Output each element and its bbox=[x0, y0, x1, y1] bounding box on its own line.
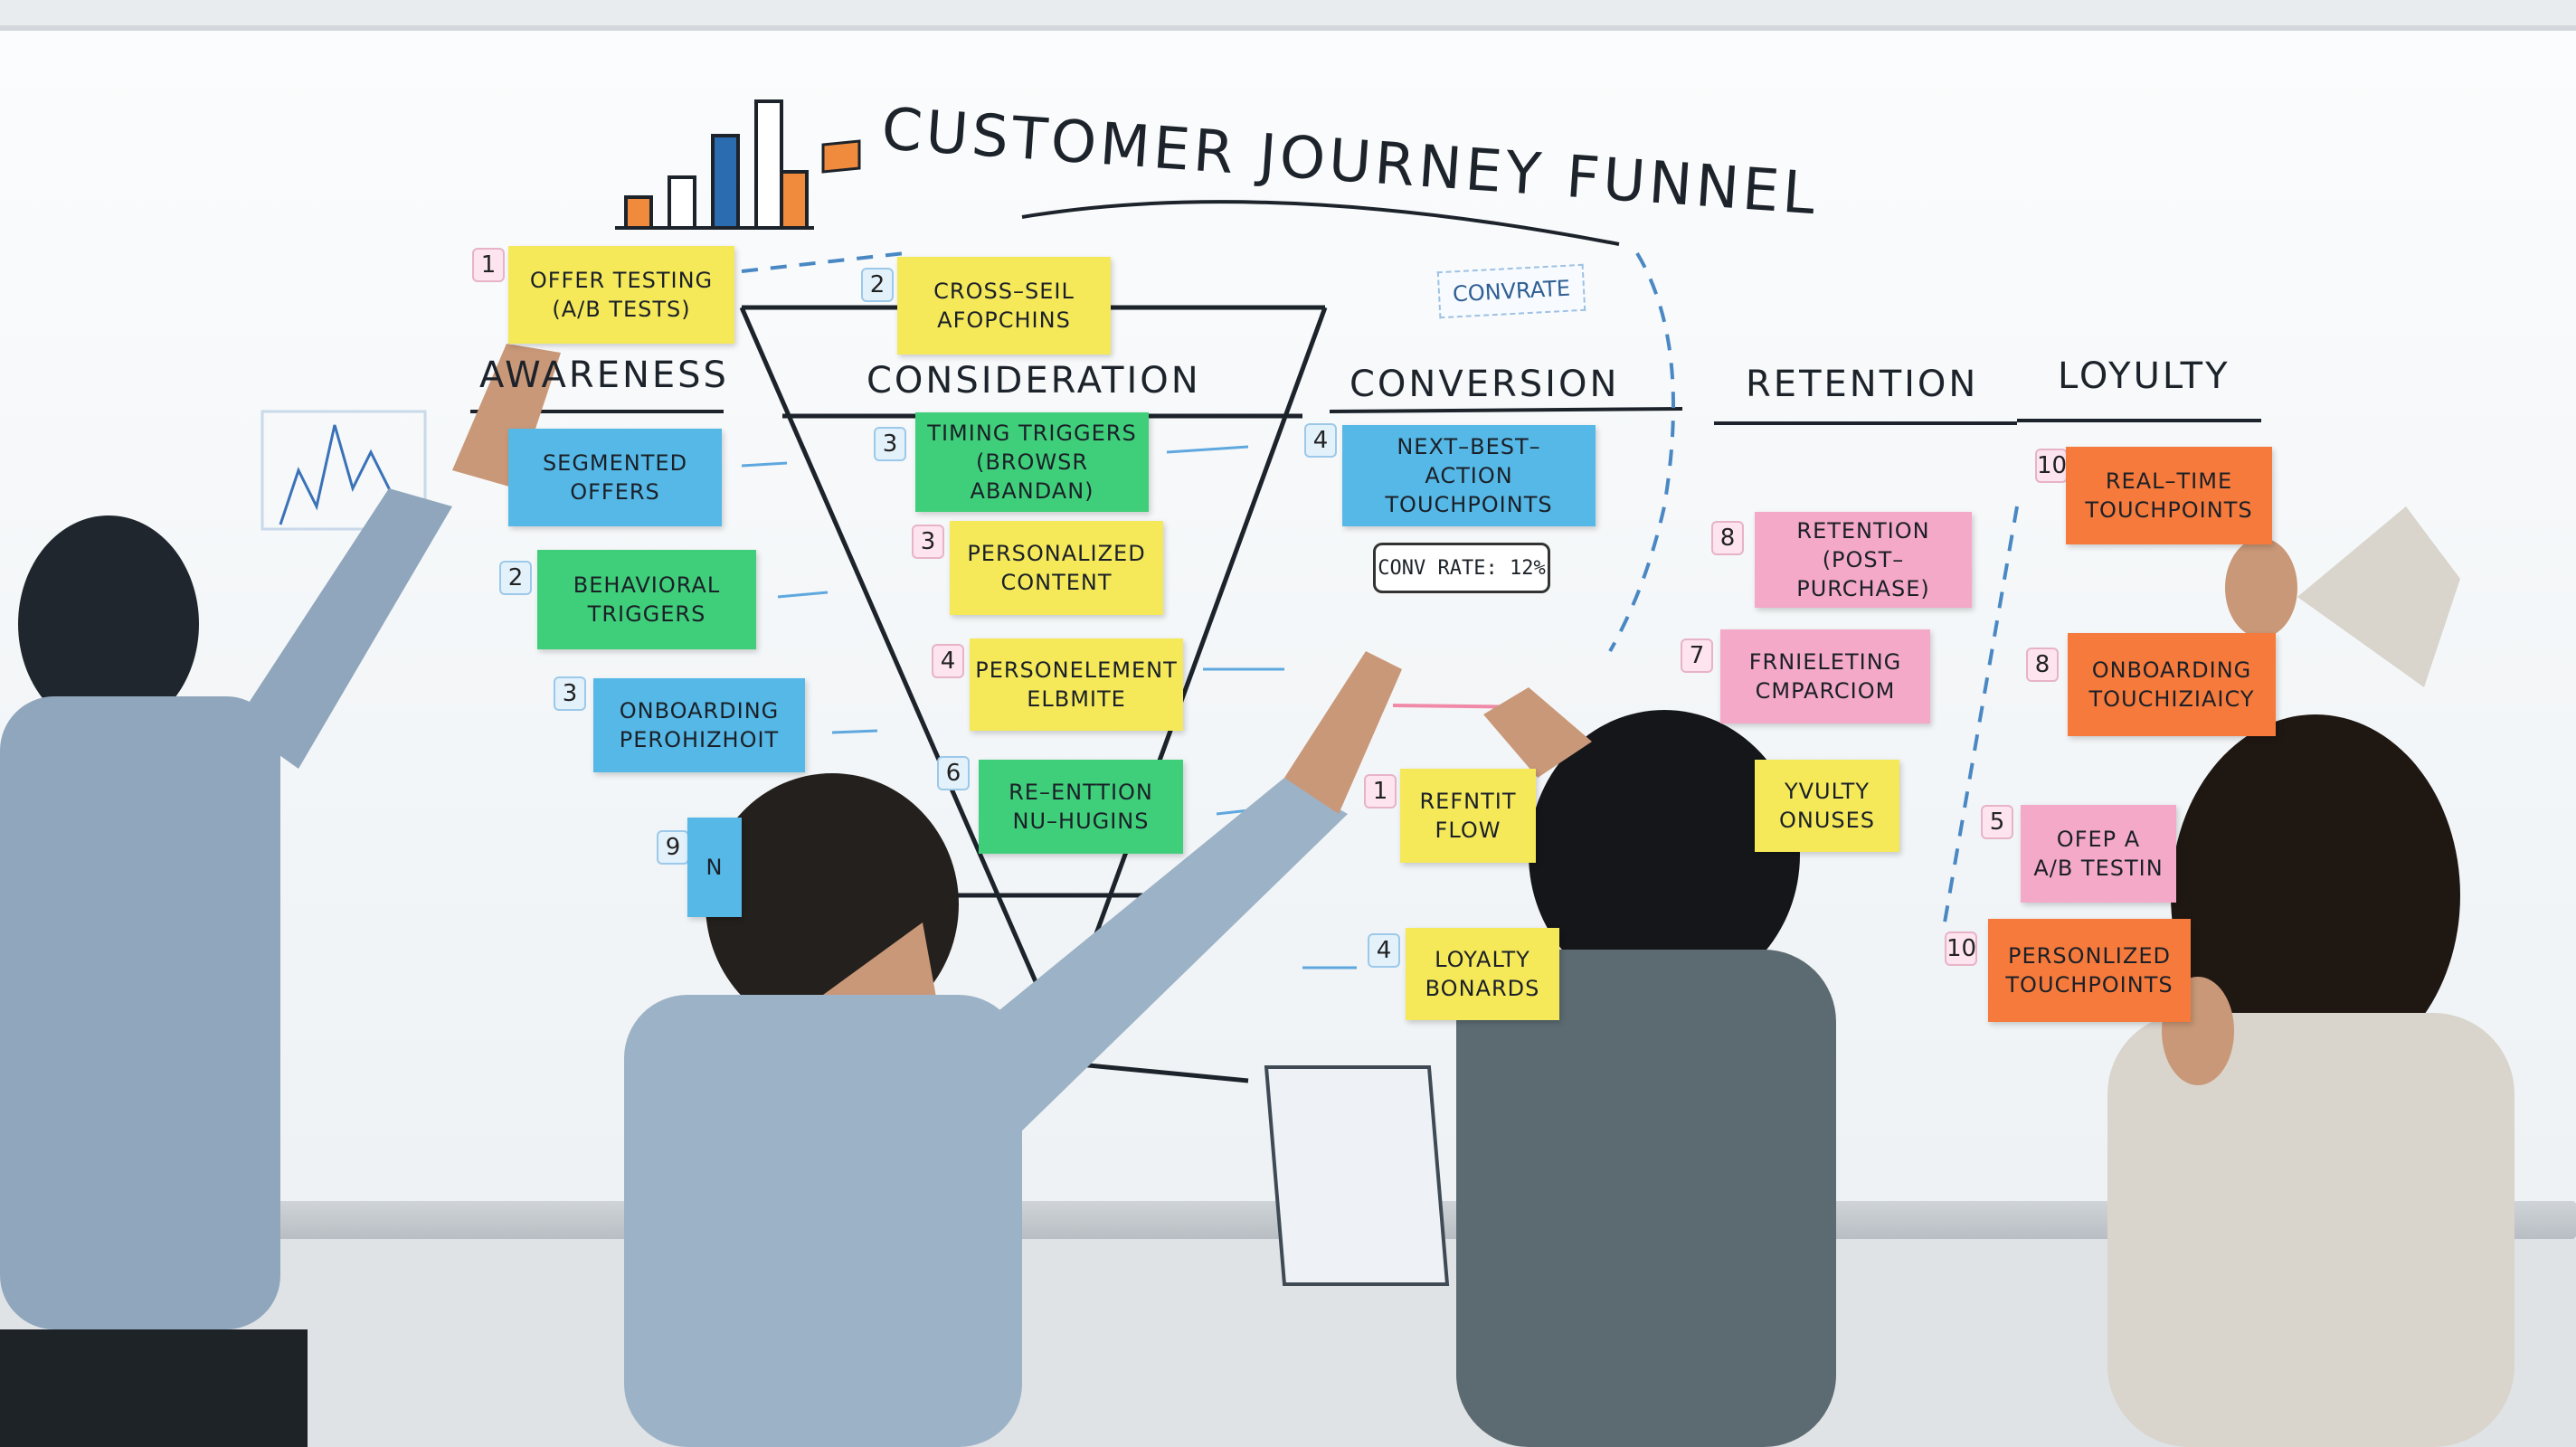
title-marker-doodle bbox=[821, 139, 861, 174]
sticky-note-text: FRNIELETING CMPARCIOM bbox=[1748, 649, 1902, 704]
sticky-note[interactable]: OFFER TESTING (A/B TESTS) bbox=[508, 246, 734, 344]
stage-awareness: AWARENESS bbox=[479, 355, 729, 396]
sticky-note-text: ONBOARDING TOUCHIZIAICY bbox=[2088, 657, 2255, 712]
stage-loyalty: LOYULTY bbox=[2058, 355, 2230, 397]
dashed-dividers bbox=[741, 251, 2019, 923]
sticky-note-text: ONBOARDING PEROHIZHOIT bbox=[619, 698, 780, 752]
note-number: 4 bbox=[932, 644, 964, 678]
note-number: 4 bbox=[1368, 933, 1400, 968]
sticky-note[interactable]: RE–ENTTION NU–HUGINS bbox=[979, 760, 1183, 854]
sticky-note-text: RE–ENTTION NU–HUGINS bbox=[1009, 780, 1153, 834]
note-number: 7 bbox=[1681, 638, 1713, 673]
sticky-note[interactable]: PERSONALIZED CONTENT bbox=[950, 521, 1163, 615]
note-number: 10 bbox=[1945, 932, 1977, 966]
note-number: 3 bbox=[554, 676, 586, 711]
sticky-note-text: BEHAVIORAL TRIGGERS bbox=[573, 572, 721, 627]
sticky-note-text: TIMING TRIGGERS (BROWSR ABANDAN) bbox=[927, 421, 1137, 504]
sticky-note-text: PERSONLIZED TOUCHPOINTS bbox=[2005, 943, 2174, 998]
note-number: 10 bbox=[2035, 449, 2068, 483]
sticky-note-text: LOYALTY BONARDS bbox=[1425, 947, 1540, 1001]
sticky-note[interactable]: NEXT–BEST–ACTION TOUCHPOINTS bbox=[1342, 425, 1596, 526]
sticky-note-text: YVULTY ONUSES bbox=[1778, 779, 1876, 833]
arc-line bbox=[1021, 200, 1620, 246]
stage-underlines bbox=[470, 407, 2261, 425]
note-number: 2 bbox=[861, 268, 894, 302]
sticky-note[interactable]: RETENTION (POST–PURCHASE) bbox=[1755, 512, 1972, 608]
sticky-note-text: NEXT–BEST–ACTION TOUCHPOINTS bbox=[1385, 434, 1553, 517]
note-number: 8 bbox=[1711, 521, 1744, 555]
sticky-note-text: RETENTION (POST–PURCHASE) bbox=[1796, 518, 1930, 601]
sticky-note[interactable]: ONBOARDING TOUCHIZIAICY bbox=[2068, 633, 2276, 736]
note-number: 3 bbox=[912, 525, 944, 559]
sticky-note-text: CROSS–SEIL AFOPCHINS bbox=[933, 279, 1075, 333]
person-left bbox=[0, 344, 561, 1447]
sticky-note-text: REAL–TIME TOUCHPOINTS bbox=[2085, 468, 2253, 523]
stage-conversion: CONVERSION bbox=[1350, 364, 1620, 405]
sticky-note-text: PERSONELEMENT ELBMITE bbox=[975, 657, 1178, 712]
sticky-note-text: OFEP A A/B TESTIN bbox=[2033, 827, 2164, 881]
note-number: 8 bbox=[2026, 648, 2059, 682]
stage-retention: RETENTION bbox=[1746, 364, 1979, 405]
person-center-left bbox=[624, 651, 1402, 1447]
sticky-note-text: SEGMENTED OFFERS bbox=[542, 450, 688, 505]
note-number: 9 bbox=[657, 830, 689, 865]
sticky-note[interactable]: CROSS–SEIL AFOPCHINS bbox=[897, 257, 1111, 355]
sticky-note[interactable]: REFNTIT FLOW bbox=[1400, 769, 1536, 863]
sticky-note-text: REFNTIT FLOW bbox=[1419, 789, 1517, 843]
person-center-right bbox=[1264, 687, 1836, 1447]
sticky-note[interactable]: OFEP A A/B TESTIN bbox=[2021, 805, 2176, 903]
sticky-note[interactable]: ONBOARDING PEROHIZHOIT bbox=[593, 678, 805, 772]
sticky-note-text: N bbox=[706, 855, 724, 880]
note-number: 5 bbox=[1981, 805, 2013, 839]
note-number: 2 bbox=[499, 561, 532, 595]
sticky-note[interactable]: BEHAVIORAL TRIGGERS bbox=[537, 550, 756, 649]
sticky-note-text: OFFER TESTING (A/B TESTS) bbox=[529, 268, 714, 322]
note-number: 1 bbox=[472, 248, 505, 282]
sticky-note[interactable]: LOYALTY BONARDS bbox=[1406, 928, 1559, 1020]
person-right bbox=[2107, 506, 2514, 1447]
sticky-note[interactable]: N bbox=[687, 818, 742, 917]
sticky-note[interactable]: FRNIELETING CMPARCIOM bbox=[1720, 629, 1930, 724]
conv-rate-label: CONV RATE: 12% bbox=[1373, 543, 1550, 593]
sticky-note-text: PERSONALIZED CONTENT bbox=[967, 541, 1146, 595]
sticky-note[interactable]: PERSONLIZED TOUCHPOINTS bbox=[1988, 919, 2191, 1022]
sticky-note[interactable]: SEGMENTED OFFERS bbox=[508, 429, 722, 526]
sticky-note[interactable]: TIMING TRIGGERS (BROWSR ABANDAN) bbox=[915, 412, 1149, 512]
stage-consideration: CONSIDERATION bbox=[867, 360, 1201, 402]
note-number: 6 bbox=[937, 756, 970, 790]
bar-chart-doodle bbox=[615, 99, 814, 230]
sticky-note[interactable]: REAL–TIME TOUCHPOINTS bbox=[2066, 447, 2272, 544]
graph-doodle bbox=[260, 410, 427, 531]
conv-rate-tag: CONVRATE bbox=[1436, 263, 1586, 319]
sticky-note[interactable]: PERSONELEMENT ELBMITE bbox=[970, 638, 1183, 731]
note-number: 4 bbox=[1304, 423, 1337, 458]
note-number: 1 bbox=[1364, 774, 1397, 809]
note-number: 3 bbox=[874, 427, 906, 461]
sticky-note[interactable]: YVULTY ONUSES bbox=[1755, 760, 1899, 852]
